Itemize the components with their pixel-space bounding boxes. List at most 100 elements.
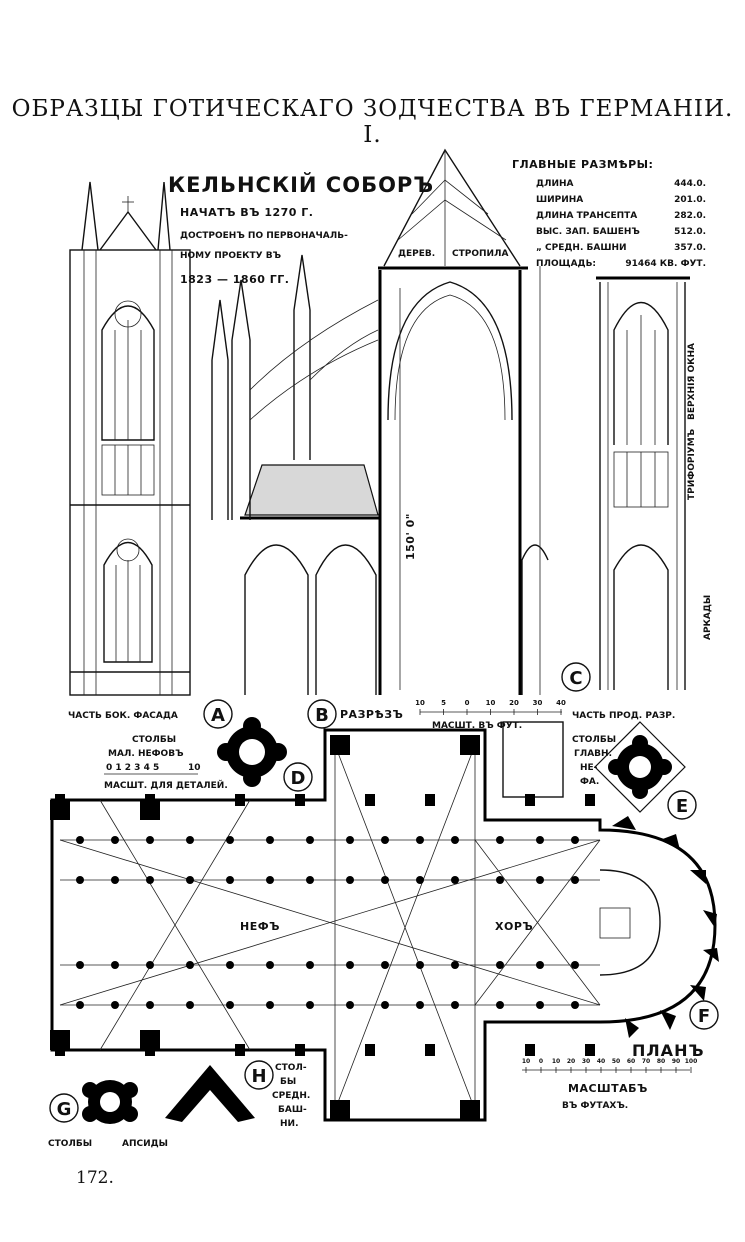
figure-letter-a: A — [203, 699, 233, 729]
buttress — [525, 1044, 535, 1056]
plan-pier — [186, 876, 194, 884]
caption-f: ПЛАНЪ — [632, 1041, 704, 1060]
plan-pier — [76, 836, 84, 844]
dimensions-heading: ГЛАВНЫЕ РАЗМѢРЫ: — [512, 158, 653, 171]
plan-pier — [381, 876, 389, 884]
dimension-label: „ СРЕДН. БАШНИ — [536, 243, 627, 253]
figure-letter-h: H — [244, 1060, 274, 1090]
nave-label: НЕФЪ — [240, 920, 280, 933]
pier-detail-d — [217, 717, 287, 787]
svg-text:D: D — [291, 768, 306, 789]
tower-pier — [460, 1100, 480, 1120]
dimension-label: ПЛОЩАДЬ: — [536, 259, 596, 269]
dimension-label: ШИРИНА — [536, 195, 583, 205]
plan-pier — [346, 836, 354, 844]
buttress — [425, 794, 435, 806]
dimension-value: 444.0. — [674, 179, 706, 189]
section-scale-tick: 5 — [441, 699, 446, 707]
cross-section-drawing — [211, 148, 549, 695]
caption-d-line2: МАЛ. НЕФОВЪ — [108, 749, 184, 759]
svg-text:H: H — [251, 1066, 266, 1087]
plan-pier — [571, 961, 579, 969]
plan-pier — [416, 876, 424, 884]
plan-pier — [416, 1001, 424, 1009]
buttress — [55, 1044, 65, 1056]
svg-text:B: B — [315, 705, 329, 726]
plan-pier — [346, 876, 354, 884]
plan-pier — [451, 836, 459, 844]
plan-pier — [186, 961, 194, 969]
plan-pier — [226, 961, 234, 969]
buttress — [585, 794, 595, 806]
detail-scale-label: МАСШТ. ДЛЯ ДЕТАЛЕЙ. — [104, 779, 228, 791]
plan-scale-tick: 50 — [612, 1058, 620, 1065]
tower-pier — [460, 735, 480, 755]
triforium-label: ТРИФОРІУМЪ — [687, 429, 697, 500]
plan-scale-tick: 60 — [627, 1058, 635, 1065]
plan-pier — [381, 961, 389, 969]
plan-scale-tick: 0 — [539, 1058, 543, 1065]
buttress — [425, 1044, 435, 1056]
caption-d-line1: СТОЛБЫ — [132, 735, 176, 745]
plan-pier — [146, 961, 154, 969]
figure-letter-g: G — [49, 1093, 79, 1123]
caption-h-line4: БАШ- — [278, 1105, 307, 1115]
plan-pier — [111, 1001, 119, 1009]
dimension-value: 201.0. — [674, 195, 706, 205]
roof-label-right: СТРОПИЛА — [452, 249, 509, 259]
detail-scale-ticks: 0 1 2 3 4 5 — [106, 763, 159, 773]
side-facade-drawing — [69, 181, 191, 696]
plan-pier — [306, 876, 314, 884]
cathedral-completed-line1: ДОСТРОЕНЪ ПО ПЕРВОНАЧАЛЬ- — [180, 231, 348, 241]
buttress — [235, 794, 245, 806]
plan-pier — [146, 1001, 154, 1009]
plan-pier — [381, 836, 389, 844]
caption-h-line2: БЫ — [280, 1077, 296, 1087]
dimension-label: ДЛИНА ТРАНСЕПТА — [536, 211, 637, 221]
plan-scale-tick: 80 — [657, 1058, 665, 1065]
cathedral-started: НАЧАТЪ ВЪ 1270 Г. — [180, 206, 313, 219]
plan-pier — [226, 836, 234, 844]
plan-scale-tick: 10 — [552, 1058, 560, 1065]
figure-letter-d: D — [283, 762, 313, 792]
cathedral-completed-line2: НОМУ ПРОЕКТУ ВЪ — [180, 251, 281, 261]
choir-label: ХОРЪ — [495, 920, 533, 933]
plan-scale-tick: 10 — [522, 1058, 530, 1065]
plan-pier — [496, 836, 504, 844]
plan-pier — [146, 876, 154, 884]
plan-pier — [451, 1001, 459, 1009]
section-scale-label: МАСШТ. ВЪ ФУТ. — [432, 721, 522, 731]
buttress — [585, 1044, 595, 1056]
plan-pier — [226, 876, 234, 884]
plan-pier — [76, 1001, 84, 1009]
caption-e-line3: НЕ- — [580, 763, 598, 773]
plan-pier — [381, 1001, 389, 1009]
plan-scale-tick: 30 — [582, 1058, 590, 1065]
plan-pier — [416, 836, 424, 844]
plan-pier — [186, 1001, 194, 1009]
section-scale-tick: 30 — [533, 699, 543, 707]
figure-letter-b: B — [307, 699, 337, 729]
plan-pier — [111, 876, 119, 884]
plan-scale-label-line2: ВЪ ФУТАХЪ. — [562, 1101, 628, 1111]
caption-g-right: АПСИДЫ — [122, 1139, 168, 1149]
plan-pier — [266, 876, 274, 884]
plan-pier — [536, 1001, 544, 1009]
tower-pier — [330, 735, 350, 755]
arcades-label: АРКАДЫ — [703, 595, 713, 640]
caption-a: ЧАСТЬ БОК. ФАСАДА — [68, 711, 178, 721]
svg-text:G: G — [57, 1099, 72, 1120]
section-scale-tick: 10 — [486, 699, 496, 707]
plan-pier — [571, 1001, 579, 1009]
plan-pier — [226, 1001, 234, 1009]
plan-pier — [536, 961, 544, 969]
plan-pier — [571, 876, 579, 884]
svg-text:F: F — [698, 1006, 710, 1027]
caption-b: РАЗРѢЗЪ — [340, 708, 403, 721]
plan-pier — [306, 1001, 314, 1009]
detail-scale-end: 10 — [188, 763, 201, 773]
plan-pier — [111, 961, 119, 969]
buttress — [525, 794, 535, 806]
section-height-label: 150' 0" — [404, 513, 417, 560]
